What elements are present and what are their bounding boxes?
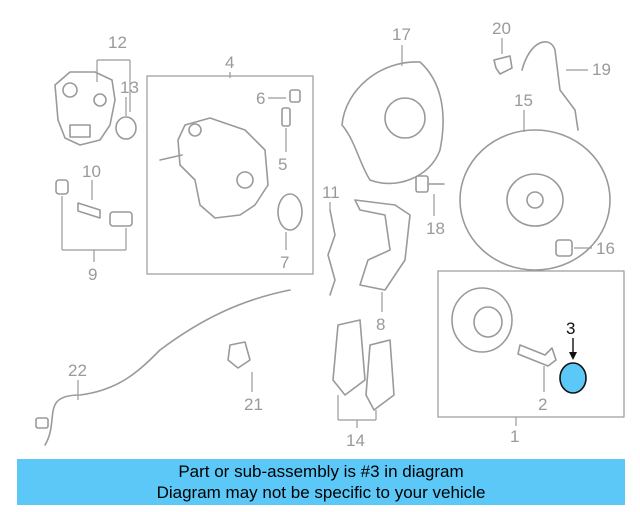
banner-line-2: Diagram may not be specific to your vehi… <box>156 483 486 502</box>
spring-part <box>327 209 336 296</box>
bleeder-screw-part <box>281 89 301 127</box>
splash-shield-part <box>341 61 444 185</box>
label-11: 11 <box>322 183 340 202</box>
label-8: 8 <box>376 315 385 334</box>
bolt-18-part <box>415 175 445 193</box>
bracket-part <box>227 341 251 369</box>
info-banner: Part or sub-assembly is #3 in diagram Di… <box>17 459 625 505</box>
label-4: 4 <box>225 53 234 72</box>
label-1: 1 <box>510 427 519 446</box>
wear-sensor-wire-part <box>44 289 291 446</box>
clip-part <box>493 55 513 75</box>
hub-group-box <box>437 270 625 418</box>
caliper-housing-part <box>54 71 116 146</box>
label-22: 22 <box>68 361 87 380</box>
guide-pin-parts <box>55 179 133 227</box>
sensor-connector-part <box>35 417 49 429</box>
brake-pads-part <box>332 319 395 411</box>
label-16: 16 <box>596 239 615 258</box>
brake-rotor-part <box>459 129 611 271</box>
label-20: 20 <box>492 19 511 38</box>
o-ring-part <box>115 116 137 140</box>
caliper-group-box <box>146 75 314 275</box>
parts-diagram: 12 13 10 9 4 6 5 7 17 <box>35 19 625 450</box>
label-12: 12 <box>108 33 127 52</box>
screw-16-part <box>555 239 573 257</box>
label-13: 13 <box>120 78 139 97</box>
label-2: 2 <box>538 395 547 414</box>
label-7: 7 <box>280 253 289 272</box>
label-10: 10 <box>82 162 101 181</box>
brake-hose-part <box>521 41 579 131</box>
banner-line-1: Part or sub-assembly is #3 in diagram <box>178 462 464 481</box>
hub-bolt-part <box>517 344 557 367</box>
piston-seal-part <box>277 193 303 231</box>
caliper-carrier-part <box>354 199 411 291</box>
label-21: 21 <box>244 395 263 414</box>
label-19: 19 <box>592 60 611 79</box>
label-3: 3 <box>566 319 575 338</box>
hub-cap-part-highlighted[interactable] <box>559 362 587 394</box>
label-17: 17 <box>392 25 411 44</box>
label-18: 18 <box>426 219 445 238</box>
caliper-part <box>159 117 269 219</box>
label-15: 15 <box>514 91 533 110</box>
label-9: 9 <box>88 265 97 284</box>
label-5: 5 <box>278 155 287 174</box>
label-6: 6 <box>256 89 265 108</box>
wheel-hub-part <box>451 287 513 353</box>
label-14: 14 <box>346 431 365 450</box>
